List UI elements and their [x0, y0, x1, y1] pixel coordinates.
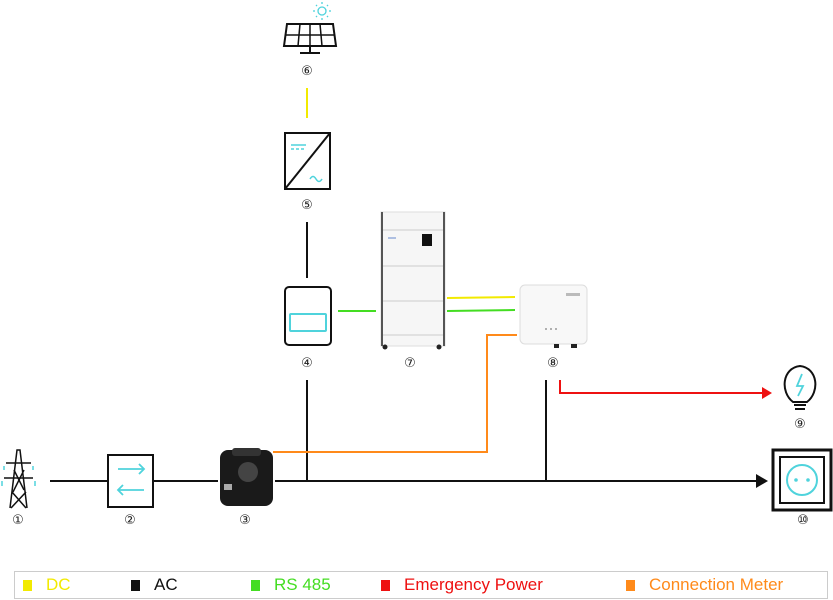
ac-arrow — [756, 474, 768, 488]
legend-swatch — [251, 579, 260, 591]
hybrid-inverter-icon — [519, 284, 588, 348]
current-sensor-icon — [220, 448, 273, 506]
legend-label: AC — [154, 575, 178, 594]
legend-label: Connection Meter — [649, 575, 784, 594]
label-3: ③ — [239, 513, 251, 528]
legend-swatch — [381, 579, 390, 591]
dc-ac-inverter-icon — [284, 132, 331, 190]
emergency-power-line — [559, 380, 762, 394]
label-6: ⑥ — [301, 64, 313, 79]
light-bulb-icon — [783, 364, 817, 410]
legend: DC AC RS 485 Emergency Power Connection … — [14, 571, 828, 599]
power-socket-icon — [771, 448, 833, 512]
label-7: ⑦ — [404, 356, 416, 371]
sun-icon — [313, 2, 331, 20]
energy-meter-icon — [284, 286, 332, 346]
label-10: ⑩ — [797, 513, 809, 528]
legend-label: RS 485 — [274, 575, 331, 594]
legend-item-ac: AC — [131, 575, 178, 595]
legend-item-dc: DC — [23, 575, 71, 595]
meter-connection-line — [273, 334, 517, 453]
emergency-arrow — [762, 387, 772, 399]
label-4: ④ — [301, 356, 313, 371]
power-pylon-icon — [1, 449, 36, 509]
solar-panel-icon — [282, 23, 338, 54]
legend-item-meter: Connection Meter — [626, 575, 783, 595]
rs485-line-battery-inverter — [446, 309, 516, 312]
legend-swatch — [626, 579, 635, 591]
dc-line-battery-inverter — [446, 296, 516, 299]
legend-label: Emergency Power — [404, 575, 543, 594]
label-5: ⑤ — [301, 198, 313, 213]
legend-item-rs485: RS 485 — [251, 575, 331, 595]
battery-storage-icon — [380, 211, 446, 350]
legend-swatch — [131, 579, 140, 591]
label-8: ⑧ — [547, 356, 559, 371]
legend-label: DC — [46, 575, 71, 594]
legend-item-emergency: Emergency Power — [381, 575, 543, 595]
label-9: ⑨ — [794, 417, 806, 432]
bidirectional-meter-icon — [107, 454, 154, 508]
label-1: ① — [12, 513, 24, 528]
legend-swatch — [23, 579, 32, 591]
label-2: ② — [124, 513, 136, 528]
